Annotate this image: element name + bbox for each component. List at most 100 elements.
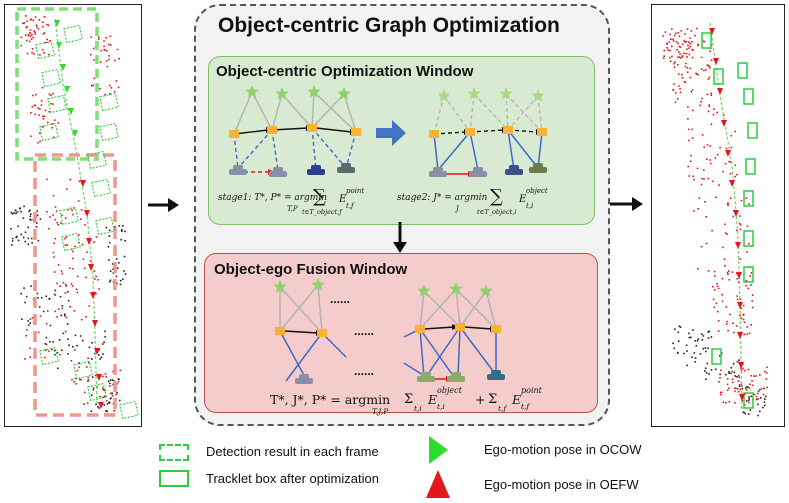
landmark-star bbox=[479, 284, 493, 297]
point-cloud-dot bbox=[95, 236, 98, 238]
point-cloud-dot bbox=[723, 258, 726, 261]
point-cloud-dot bbox=[85, 276, 87, 279]
point-cloud-dot bbox=[672, 38, 674, 41]
point-cloud-dot bbox=[692, 109, 694, 112]
point-cloud-dot bbox=[75, 288, 78, 290]
point-cloud-dot bbox=[34, 113, 37, 116]
point-cloud-dot bbox=[54, 310, 56, 313]
point-cloud-dot bbox=[719, 146, 721, 149]
point-cloud-dot bbox=[37, 28, 40, 30]
point-cloud-dot bbox=[725, 323, 728, 325]
car-node bbox=[505, 169, 523, 175]
point-cloud-dot bbox=[703, 178, 705, 180]
point-cloud-dot bbox=[710, 336, 713, 338]
stage1-sum-sub: t∈T_object,f bbox=[302, 208, 342, 216]
point-cloud-dot bbox=[746, 326, 749, 328]
oefw-sum2: Σ bbox=[488, 392, 498, 407]
point-cloud-dot bbox=[11, 244, 13, 246]
point-cloud-dot bbox=[707, 347, 709, 350]
point-cloud-dot bbox=[688, 41, 690, 43]
point-cloud-dot bbox=[97, 405, 99, 408]
red-pose-marker bbox=[739, 394, 745, 401]
point-cloud-dot bbox=[671, 28, 673, 30]
point-cloud-dot bbox=[100, 49, 102, 52]
point-cloud-dot bbox=[20, 36, 23, 39]
point-cloud-dot bbox=[60, 314, 63, 317]
point-cloud-dot bbox=[62, 281, 65, 284]
point-cloud-dot bbox=[68, 267, 71, 269]
point-cloud-dot bbox=[709, 50, 711, 52]
point-cloud-dot bbox=[118, 262, 120, 264]
car-roof bbox=[421, 372, 431, 377]
point-cloud-dot bbox=[48, 53, 50, 56]
point-cloud-dot bbox=[694, 361, 697, 363]
point-cloud-dot bbox=[26, 39, 28, 42]
point-cloud-dot bbox=[736, 295, 738, 297]
ego-pose-node bbox=[267, 126, 277, 134]
point-cloud-dot bbox=[671, 55, 673, 58]
point-cloud-dot bbox=[108, 259, 110, 261]
point-cloud-dot bbox=[102, 353, 104, 355]
red-pose-marker bbox=[735, 242, 741, 249]
point-cloud-dot bbox=[32, 19, 35, 22]
point-cloud-dot bbox=[729, 161, 732, 163]
landmark-star bbox=[437, 89, 451, 102]
point-cloud-dot bbox=[83, 403, 85, 405]
point-cloud-dot bbox=[669, 33, 671, 36]
point-cloud-dot bbox=[748, 332, 751, 335]
point-cloud-dot bbox=[90, 36, 92, 38]
point-cloud-dot bbox=[17, 225, 19, 228]
point-cloud-dot bbox=[47, 24, 50, 27]
point-cloud-dot bbox=[699, 104, 701, 107]
legend-red-pose-icon bbox=[426, 470, 450, 498]
point-cloud-dot bbox=[14, 209, 17, 212]
point-cloud-dot bbox=[696, 339, 699, 342]
point-cloud-dot bbox=[757, 414, 759, 417]
point-cloud-dot bbox=[686, 48, 688, 50]
oefw-term2-sup: point bbox=[521, 386, 542, 395]
point-cloud-dot bbox=[119, 283, 122, 286]
point-cloud-dot bbox=[675, 92, 677, 94]
point-cloud-dot bbox=[689, 76, 692, 79]
point-cloud-dot bbox=[726, 378, 729, 380]
point-cloud-dot bbox=[54, 294, 57, 296]
point-cloud-dot bbox=[96, 386, 98, 388]
point-cloud-dot bbox=[72, 345, 74, 348]
point-cloud-dot bbox=[42, 21, 44, 23]
point-cloud-dot bbox=[124, 239, 126, 242]
point-cloud-dot bbox=[700, 56, 703, 59]
ocow-graph bbox=[229, 85, 547, 177]
point-cloud-dot bbox=[685, 41, 688, 43]
point-cloud-dot bbox=[43, 356, 46, 359]
point-cloud-dot bbox=[666, 47, 668, 49]
oefw-sum1-sub: t,i bbox=[414, 404, 422, 413]
point-cloud-dot bbox=[736, 298, 739, 301]
point-cloud-dot bbox=[61, 307, 64, 310]
stage2-term: E bbox=[519, 194, 527, 205]
point-cloud-dot bbox=[35, 226, 38, 228]
point-cloud-dot bbox=[102, 375, 104, 378]
point-cloud-dot bbox=[672, 40, 675, 42]
point-cloud-dot bbox=[748, 401, 750, 404]
point-cloud-dot bbox=[29, 347, 31, 350]
point-cloud-dot bbox=[61, 272, 64, 275]
point-cloud-dot bbox=[20, 233, 22, 236]
point-cloud-dot bbox=[686, 71, 689, 73]
point-cloud-dot bbox=[95, 292, 97, 295]
point-cloud-dot bbox=[680, 30, 682, 32]
point-cloud-dot bbox=[748, 397, 751, 400]
point-cloud-dot bbox=[721, 300, 724, 303]
point-cloud-dot bbox=[109, 35, 112, 38]
tracklet-box bbox=[737, 62, 748, 79]
point-cloud-dot bbox=[61, 349, 63, 352]
point-cloud-dot bbox=[732, 215, 734, 218]
point-cloud-dot bbox=[691, 356, 693, 358]
point-cloud-dot bbox=[707, 78, 710, 80]
point-cloud-dot bbox=[726, 202, 729, 205]
point-cloud-dot bbox=[104, 389, 106, 392]
point-cloud-dot bbox=[64, 244, 67, 246]
point-cloud-dot bbox=[678, 51, 680, 53]
point-cloud-dot bbox=[753, 393, 756, 396]
point-cloud-dot bbox=[677, 32, 679, 34]
point-cloud-dot bbox=[719, 377, 721, 379]
